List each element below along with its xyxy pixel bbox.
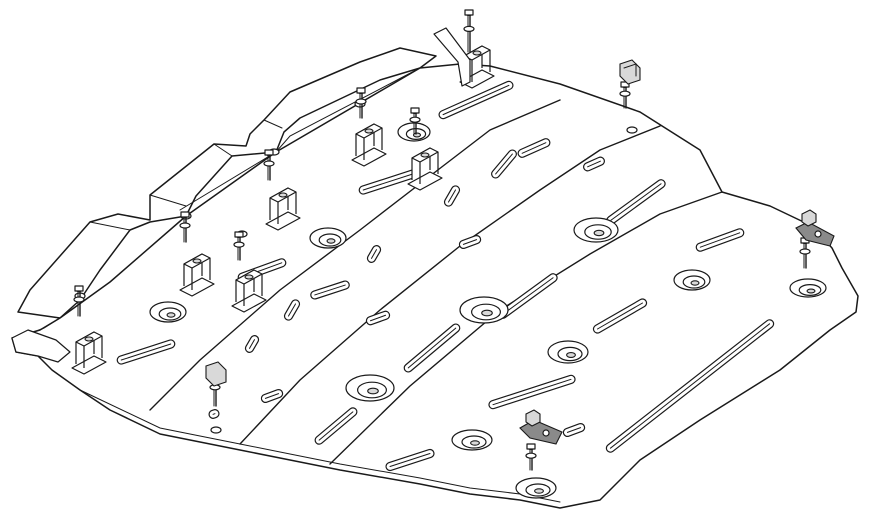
slot [592,298,648,334]
bolt [525,443,537,471]
panel-seam-1 [149,99,561,411]
bolt [355,87,367,119]
slot [314,407,358,445]
slot [385,448,435,472]
dimple-group [149,122,827,499]
mount-lug-rear [433,27,471,87]
mounting-bracket [459,45,495,89]
dimple [459,296,509,324]
mounting-bracket [407,147,443,191]
dimple [451,429,493,451]
slot [458,235,482,249]
dimple [573,217,619,243]
bolt [73,285,85,317]
slot [283,299,301,321]
slot [244,335,260,353]
dimple [547,340,589,364]
slot [605,319,775,453]
clip-nut-left [205,361,227,387]
mounting-bracket [231,269,267,313]
dimple [149,301,187,323]
mounting-bracket [71,331,107,375]
dimple [673,269,711,291]
slot [310,280,350,300]
mount-lug-front [11,329,71,363]
bolt [463,9,475,53]
dimple [309,227,347,249]
bolt-group [73,9,811,471]
bolt [179,211,191,243]
mount-hole [210,426,222,434]
clamp-tab-right [795,209,835,247]
clip-nut-rear [619,59,641,85]
slot [208,409,220,419]
slot [116,339,176,365]
slot [438,80,514,120]
slot [443,185,461,207]
dimple [345,374,395,402]
slot [695,228,745,252]
mount-hole [626,126,638,134]
bracket-group [71,45,495,375]
rear-flange [17,47,437,319]
bolt [263,149,275,181]
clamp-tab-front [519,409,563,445]
slot [562,423,586,437]
slot [488,374,576,410]
mounting-bracket [179,253,215,297]
slot [583,156,605,172]
bolt [233,231,245,261]
mounting-bracket [265,187,301,231]
slot [365,310,391,326]
bolt [619,81,631,109]
slot [260,389,284,403]
bolt [409,107,421,135]
dimple [789,278,827,298]
slot [403,323,461,373]
slot-group [116,80,775,472]
main-plate [11,63,859,509]
mounting-bracket [351,123,387,167]
slot [366,245,382,263]
slot [491,149,517,179]
dimple [515,477,557,499]
slot [517,138,551,158]
